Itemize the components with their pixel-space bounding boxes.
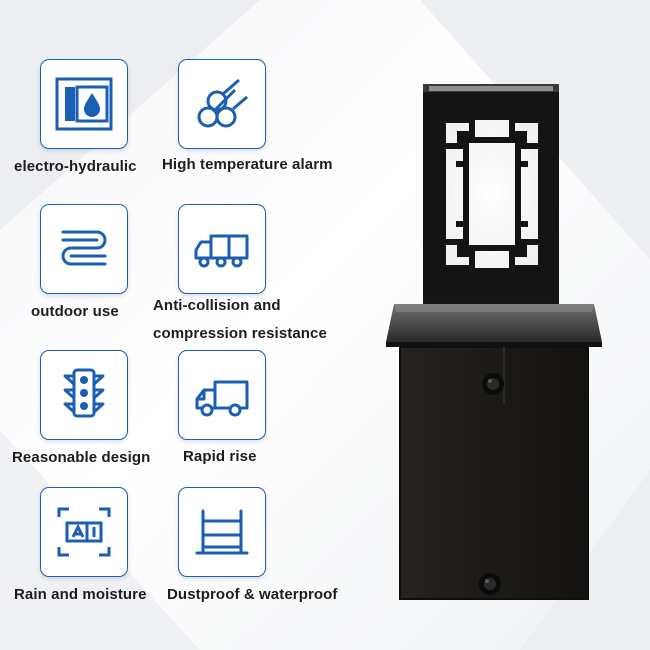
- feature-label-rapid-rise: Rapid rise: [183, 448, 257, 465]
- traffic-light-icon: [63, 368, 105, 418]
- feature-tile-rain-and-moisture: [40, 487, 128, 577]
- feature-label-reasonable-design: Reasonable design: [12, 449, 151, 466]
- pipes-bundle-icon: [197, 78, 248, 128]
- road-curve-icon: [61, 230, 107, 266]
- feature-label-anti-collision-line2: compression resistance: [153, 325, 327, 342]
- bollard-product-image: [386, 84, 602, 600]
- feature-label-anti-collision-line1: Anti-collision and: [153, 297, 281, 314]
- feature-label-high-temperature-alarm: High temperature alarm: [162, 156, 333, 173]
- feature-tile-anti-collision: [178, 204, 266, 294]
- feature-tile-dustproof-waterproof: [178, 487, 266, 577]
- delivery-truck-icon: [195, 380, 249, 417]
- feature-label-rain-and-moisture: Rain and moisture: [14, 586, 147, 603]
- feature-label-dustproof-waterproof: Dustproof & waterproof: [167, 586, 338, 603]
- barrier-gate-icon: [195, 509, 249, 555]
- feature-label-electro-hydraulic: electro-hydraulic: [14, 158, 137, 175]
- scanner-frame-icon: [57, 507, 111, 557]
- feature-tile-outdoor-use: [40, 204, 128, 294]
- feature-tile-electro-hydraulic: [40, 59, 128, 149]
- feature-tile-high-temperature-alarm: [178, 59, 266, 149]
- bottom-knob: [479, 573, 501, 595]
- feature-label-outdoor-use: outdoor use: [31, 303, 119, 320]
- semi-truck-icon: [194, 234, 249, 268]
- hydraulic-water-icon: [55, 77, 113, 131]
- top-knob: [482, 373, 504, 395]
- feature-tile-reasonable-design: [40, 350, 128, 440]
- feature-tile-rapid-rise: [178, 350, 266, 440]
